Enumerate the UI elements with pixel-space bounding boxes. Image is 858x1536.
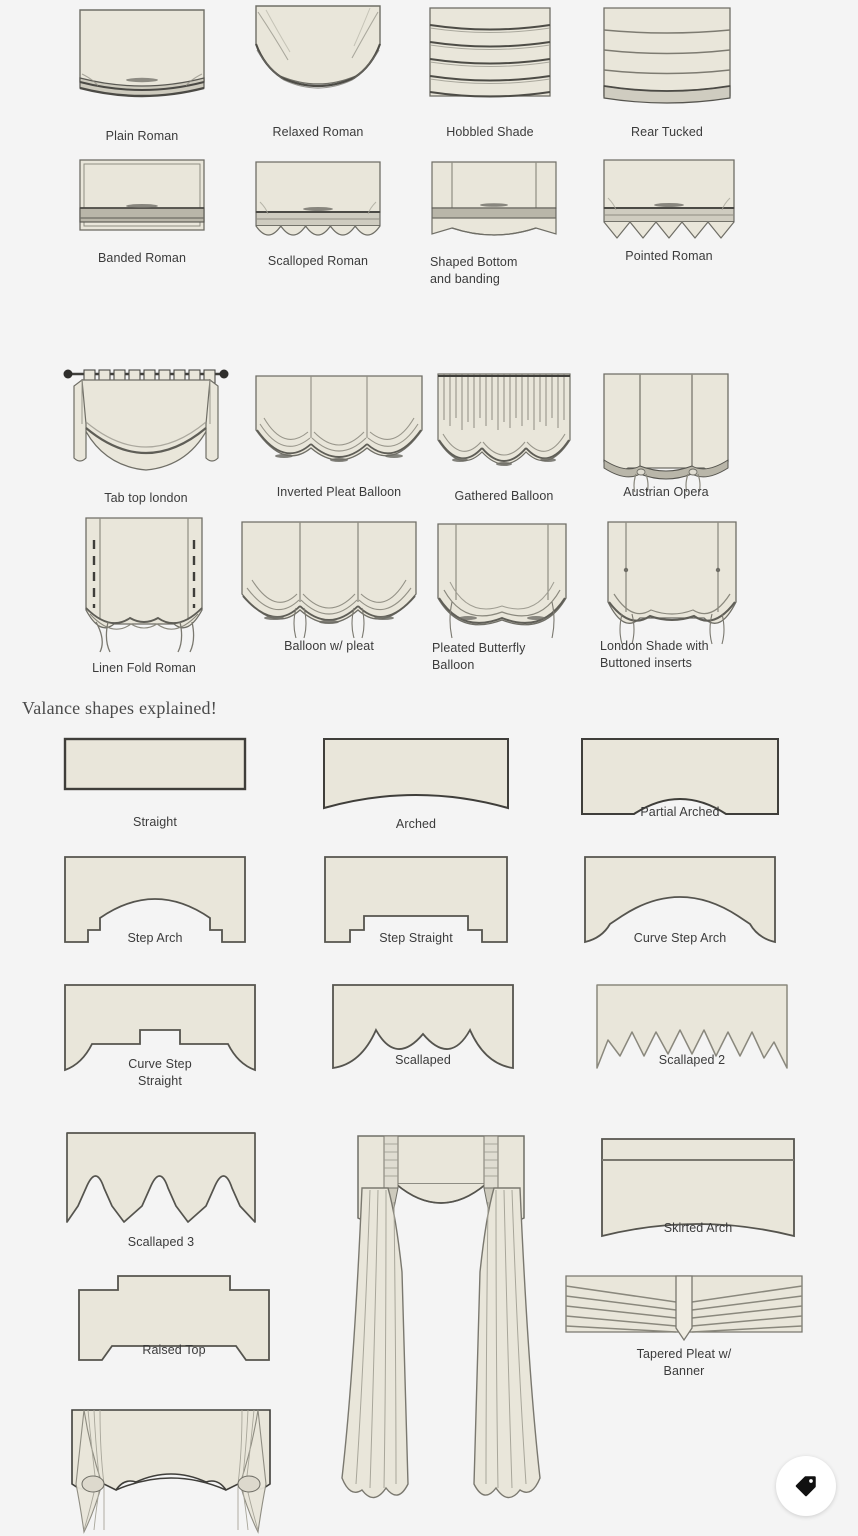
figure-caption: Arched bbox=[395, 817, 437, 831]
figure-caption: Hobbled Shade bbox=[446, 125, 534, 139]
swag-with-drapery-panels-icon bbox=[341, 1135, 541, 1499]
figure-caption: Inverted Pleat Balloon bbox=[276, 485, 402, 499]
london-shade-buttoned-inserts-icon bbox=[607, 521, 737, 645]
plain-roman-shade-icon bbox=[79, 9, 205, 98]
figure-caption: Scalloped Roman bbox=[267, 254, 369, 268]
pleated-butterfly-balloon-shade-icon bbox=[437, 523, 567, 639]
figure-caption: Balloon w/ pleat bbox=[284, 639, 374, 653]
figure-caption: Banded Roman bbox=[97, 251, 187, 265]
figure-caption: Skirted Arch bbox=[663, 1221, 733, 1235]
figure-straight-valance[interactable]: Straight bbox=[62, 736, 248, 831]
figure-banded-roman[interactable]: Banded Roman bbox=[72, 156, 212, 267]
figure-rear-tucked[interactable]: Rear Tucked bbox=[596, 4, 738, 141]
figure-austrian-opera[interactable]: Austrian Opera bbox=[596, 370, 736, 501]
figure-scallaped-3-valance[interactable]: Scallaped 3 bbox=[64, 1130, 258, 1251]
step-arch-valance-icon bbox=[64, 856, 246, 943]
figure-caption: Plain Roman bbox=[105, 129, 179, 143]
figure-caption: Pointed Roman bbox=[625, 249, 713, 263]
figure-step-straight-valance[interactable]: Step Straight bbox=[322, 854, 510, 947]
figure-skirted-arch-valance[interactable]: Skirted Arch bbox=[598, 1136, 798, 1238]
figure-pleated-butterfly-balloon[interactable]: Pleated Butterfly Balloon bbox=[428, 520, 576, 675]
figure-caption: Linen Fold Roman bbox=[92, 661, 196, 675]
figure-scallaped-valance[interactable]: Scallaped bbox=[330, 982, 516, 1070]
figure-caption: Partial Arched bbox=[640, 805, 720, 819]
figure-inverted-pleat-balloon[interactable]: Inverted Pleat Balloon bbox=[250, 372, 428, 501]
figure-gathered-balloon[interactable]: Gathered Balloon bbox=[434, 368, 574, 505]
figure-raised-top-valance[interactable]: Raised Top bbox=[76, 1272, 272, 1361]
figure-london-shade-buttoned-inserts[interactable]: London Shade with Buttoned inserts bbox=[594, 518, 750, 673]
step-straight-valance-icon bbox=[324, 856, 508, 943]
figure-swag-with-drapery-panels[interactable] bbox=[336, 1132, 546, 1526]
curve-step-straight-valance-icon bbox=[64, 984, 256, 1072]
gathered-balloon-shade-icon bbox=[437, 373, 571, 466]
figure-caption: Step Straight bbox=[379, 931, 453, 945]
skirted-arch-valance-icon bbox=[601, 1138, 795, 1238]
figure-linen-fold-roman[interactable]: Linen Fold Roman bbox=[74, 514, 214, 677]
figure-balloon-with-pleat[interactable]: Balloon w/ pleat bbox=[232, 518, 426, 655]
figure-shaped-bottom-banding[interactable]: Shaped Bottom and banding bbox=[424, 158, 564, 289]
figure-caption: Raised Top bbox=[142, 1343, 206, 1357]
figure-hobbled-shade[interactable]: Hobbled Shade bbox=[424, 4, 556, 141]
scallaped-valance-icon bbox=[332, 984, 514, 1070]
pointed-roman-shade-icon bbox=[603, 159, 735, 239]
figure-step-arch-valance[interactable]: Step Arch bbox=[62, 854, 248, 947]
tag-icon bbox=[795, 1476, 816, 1497]
figure-arched-valance[interactable]: Arched bbox=[320, 736, 512, 833]
figure-plain-roman[interactable]: Plain Roman bbox=[72, 6, 212, 145]
figure-scalloped-valance-with-side-panels[interactable] bbox=[66, 1404, 276, 1536]
relaxed-roman-shade-icon bbox=[255, 5, 381, 89]
figure-tapered-pleat-banner-valance[interactable]: Tapered Pleat w/ Banner bbox=[562, 1268, 806, 1381]
section-heading: Valance shapes explained! bbox=[22, 698, 217, 718]
figure-caption: Step Arch bbox=[127, 931, 183, 945]
scalloped-roman-shade-icon bbox=[255, 161, 381, 236]
rear-tucked-shade-icon bbox=[603, 7, 731, 104]
figure-tab-top-london[interactable]: Tab top london bbox=[58, 362, 234, 507]
linen-fold-roman-shade-icon bbox=[85, 517, 203, 653]
figure-curve-step-arch-valance[interactable]: Curve Step Arch bbox=[582, 854, 778, 947]
figure-partial-arched-valance[interactable]: Partial Arched bbox=[578, 736, 782, 821]
scallaped-3-valance-icon bbox=[66, 1132, 256, 1223]
scallaped-2-valance-icon bbox=[596, 984, 788, 1069]
figure-caption: Tapered Pleat w/ Banner bbox=[636, 1347, 732, 1379]
scalloped-valance-with-side-panels-icon bbox=[71, 1409, 271, 1534]
austrian-opera-shade-icon bbox=[603, 373, 729, 492]
figure-caption: Curve Step Straight bbox=[128, 1057, 192, 1089]
figure-curve-step-straight-valance[interactable]: Curve Step Straight bbox=[62, 982, 258, 1091]
balloon-with-pleat-shade-icon bbox=[241, 521, 417, 639]
figure-caption: Pleated Butterfly Balloon bbox=[432, 641, 526, 673]
figure-caption: Gathered Balloon bbox=[454, 489, 554, 503]
figure-caption: Shaped Bottom and banding bbox=[430, 255, 518, 287]
tapered-pleat-banner-valance-icon bbox=[565, 1275, 803, 1342]
curve-step-arch-valance-icon bbox=[584, 856, 776, 944]
tab-top-london-shade-icon bbox=[63, 369, 229, 471]
figure-pointed-roman[interactable]: Pointed Roman bbox=[596, 156, 742, 265]
figure-scallaped-2-valance[interactable]: Scallaped 2 bbox=[594, 982, 790, 1069]
shaped-bottom-banding-shade-icon bbox=[431, 161, 557, 236]
figure-caption: Austrian Opera bbox=[623, 485, 709, 499]
hobbled-shade-icon bbox=[429, 7, 551, 98]
figure-caption: Straight bbox=[133, 815, 177, 829]
figure-caption: Curve Step Arch bbox=[633, 931, 727, 945]
partial-arched-valance-icon bbox=[581, 738, 779, 815]
figure-caption: Scallaped 2 bbox=[658, 1053, 726, 1067]
banded-roman-shade-icon bbox=[79, 159, 205, 231]
figure-caption: Relaxed Roman bbox=[272, 125, 364, 139]
figure-scalloped-roman[interactable]: Scalloped Roman bbox=[248, 158, 388, 270]
arched-valance-icon bbox=[323, 738, 509, 810]
inverted-pleat-balloon-shade-icon bbox=[255, 375, 423, 462]
figure-relaxed-roman[interactable]: Relaxed Roman bbox=[248, 2, 388, 141]
figure-caption: Tab top london bbox=[104, 491, 188, 505]
straight-valance-icon bbox=[63, 737, 247, 791]
figure-caption: Scallaped bbox=[395, 1053, 451, 1067]
figure-caption: London Shade with Buttoned inserts bbox=[600, 639, 709, 671]
figure-caption: Scallaped 3 bbox=[127, 1235, 195, 1249]
tag-fab-button[interactable] bbox=[776, 1456, 836, 1516]
figure-caption: Rear Tucked bbox=[631, 125, 703, 139]
raised-top-valance-icon bbox=[78, 1275, 270, 1361]
